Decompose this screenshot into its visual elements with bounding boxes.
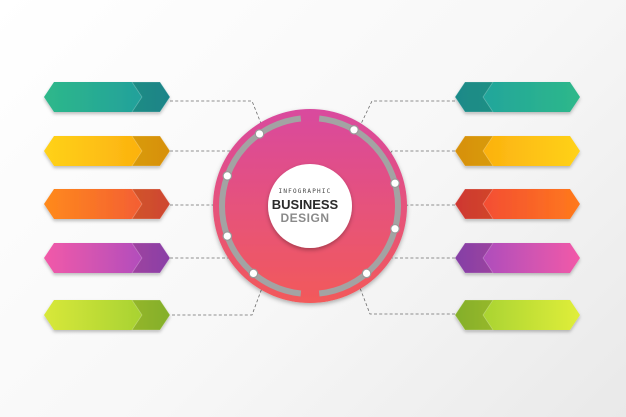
right-banner-yellow-hexagon: [455, 136, 493, 166]
left-banner-yellow-hexagon: [132, 136, 170, 166]
inner-white-circle: [268, 164, 352, 248]
left-banner-orange-hexagon: [132, 189, 170, 219]
right-banner-yellow-hexagon-edge: [454, 135, 494, 167]
right-banner-lime-hexagon-edge: [454, 299, 494, 331]
ring-node: [349, 124, 359, 135]
ring-node: [248, 268, 259, 279]
left-banner-orange-body: [44, 189, 170, 219]
left-banner-teal-hexagon-edge: [131, 81, 171, 113]
left-banner-lime-hexagon: [132, 300, 170, 330]
left-banner-yellow-hexagon-edge: [131, 135, 171, 167]
right-banner-teal: [454, 81, 580, 113]
business-title: BUSINESS: [271, 197, 339, 212]
ring-node: [222, 231, 233, 241]
right-banner-yellow-body: [455, 136, 580, 166]
right-banner-lime-hexagon: [455, 300, 493, 330]
right-banner-yellow: [454, 135, 580, 167]
right-banner-red-hexagon: [455, 189, 493, 219]
left-banner-lime-hexagon-edge: [131, 299, 171, 331]
right-banner-teal-body: [455, 82, 580, 112]
center-circle-group: [213, 109, 407, 303]
infographic-label: INFOGRAPHIC: [278, 188, 332, 195]
right-banner-lime-body: [455, 300, 580, 330]
left-banner-yellow: [44, 135, 171, 167]
right-banner-red-body: [455, 189, 580, 219]
right-banner-purple-hexagon: [455, 243, 493, 273]
right-banner-lime: [454, 299, 580, 331]
right-banner-red-hexagon-edge: [454, 188, 494, 220]
ring-node: [361, 268, 372, 279]
connector-line-5: [172, 247, 291, 316]
right-banner-purple: [454, 242, 580, 274]
banner-group: [44, 81, 580, 331]
left-banner-magenta: [44, 242, 171, 274]
left-banner-orange-hexagon-edge: [131, 188, 171, 220]
left-banner-magenta-body: [44, 243, 170, 273]
ring-node: [390, 223, 400, 234]
right-banner-teal-hexagon-edge: [454, 81, 494, 113]
left-banner-orange: [44, 188, 171, 220]
left-banner-teal-hexagon: [132, 82, 170, 112]
left-banner-lime: [44, 299, 171, 331]
right-banner-purple-body: [455, 243, 580, 273]
left-banner-teal: [44, 81, 171, 113]
left-banner-magenta-hexagon: [132, 243, 170, 273]
ring-node: [254, 129, 265, 139]
right-banner-purple-hexagon-edge: [454, 242, 494, 274]
right-banner-teal-hexagon: [455, 82, 493, 112]
ring-node: [222, 171, 233, 181]
left-banner-yellow-body: [44, 136, 170, 166]
ring-segment-2: [219, 115, 302, 297]
left-banner-teal-body: [44, 82, 170, 112]
left-banner-lime-body: [44, 300, 170, 330]
right-banner-red: [454, 188, 580, 220]
left-banner-magenta-hexagon-edge: [131, 242, 171, 274]
design-subtitle: DESIGN: [280, 211, 330, 225]
ring-node: [390, 178, 400, 189]
